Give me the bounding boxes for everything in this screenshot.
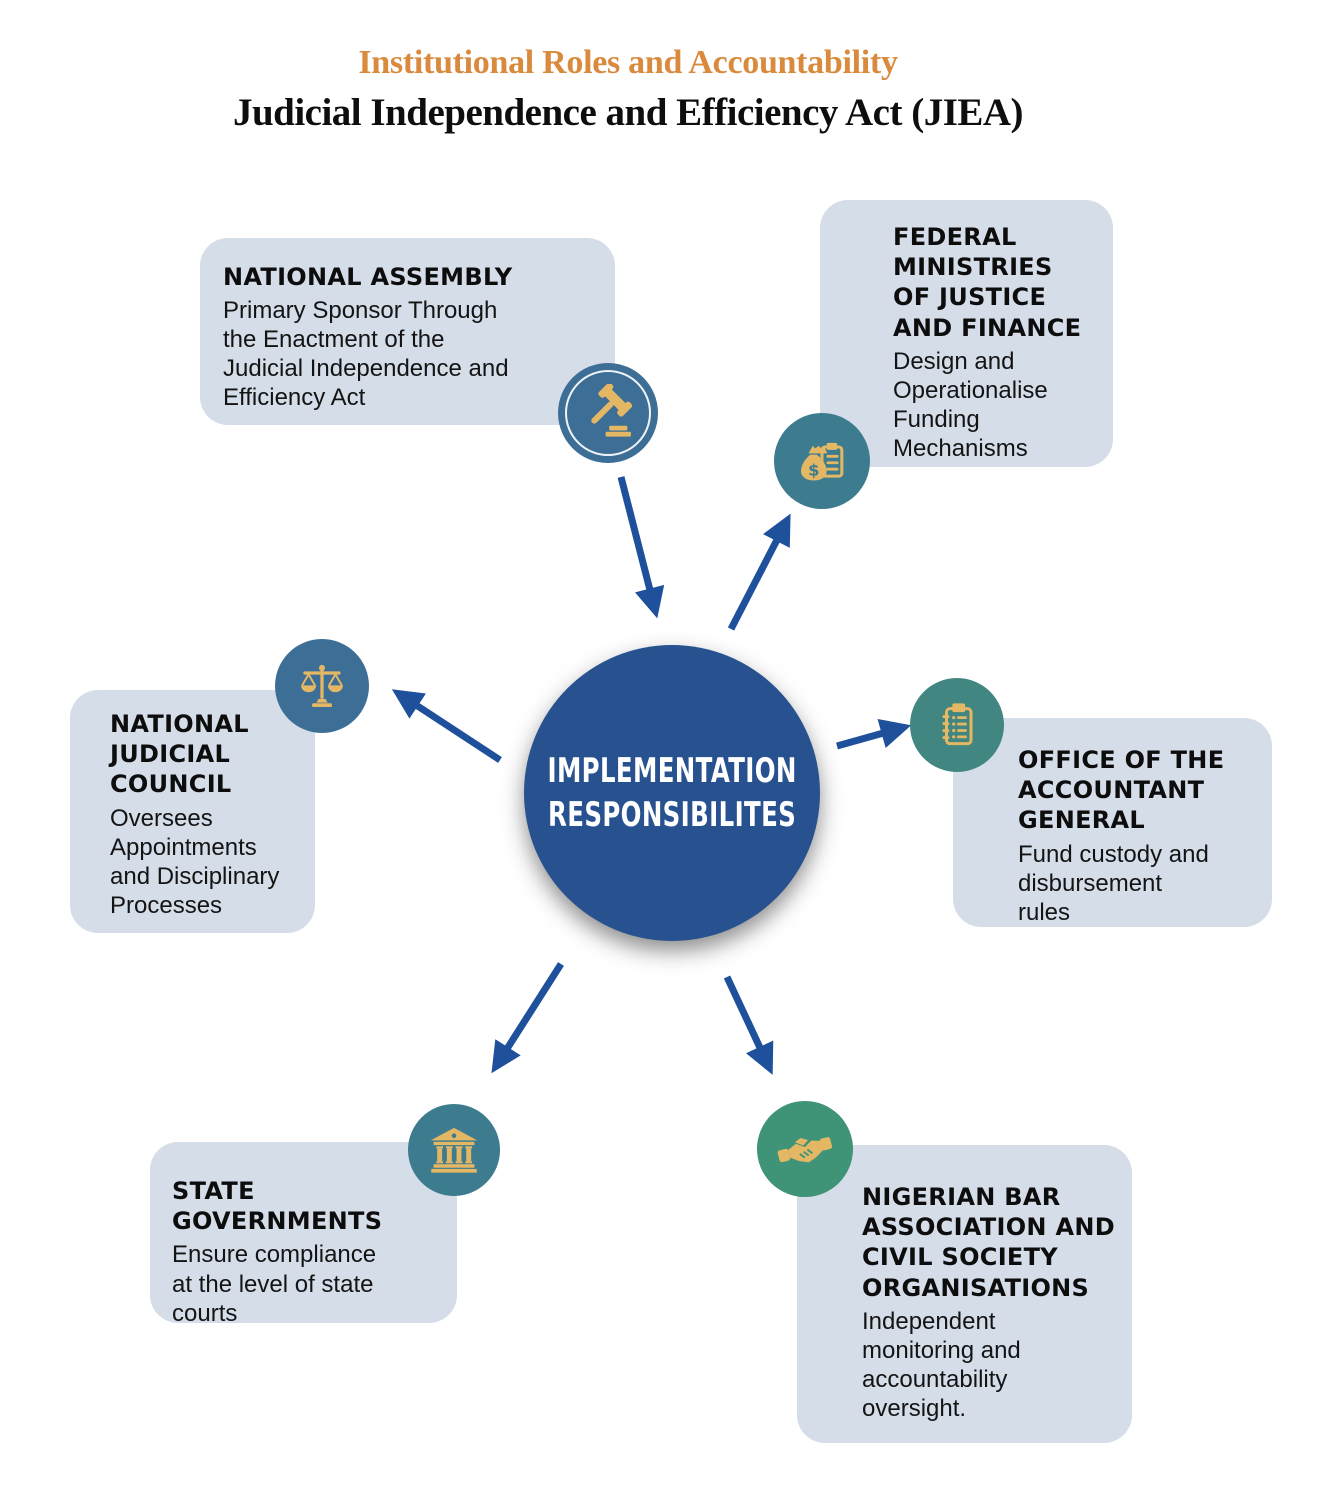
node-icon-badge-federal-ministries: $ (774, 413, 870, 509)
diagram-subtitle: Institutional Roles and Accountability (358, 44, 898, 81)
node-card-state-governments: STATE GOVERNMENTS Ensure compliance at t… (150, 1142, 457, 1327)
diagram-title: Judicial Independence and Efficiency Act… (232, 91, 1024, 134)
node-title: NATIONAL JUDICIAL COUNCIL (110, 710, 249, 799)
node-description: Design and Operationalise Funding Mechan… (893, 347, 1048, 463)
arrow-to-federal-ministries (727, 513, 791, 631)
node-card-national-assembly: NATIONAL ASSEMBLY Primary Sponsor Throug… (200, 238, 615, 425)
node-title: STATE GOVERNMENTS (172, 1177, 383, 1236)
arrow-to-state-governments (491, 962, 564, 1074)
svg-text:$: $ (808, 461, 819, 480)
node-card-federal-ministries: FEDERAL MINISTRIES OF JUSTICE AND FINANC… (820, 200, 1113, 467)
node-title: FEDERAL MINISTRIES OF JUSTICE AND FINANC… (893, 223, 1082, 342)
node-title: NATIONAL ASSEMBLY (223, 263, 513, 291)
arrow-to-nigerian-bar-association (723, 975, 774, 1075)
node-description: Independent monitoring and accountabilit… (862, 1307, 1021, 1423)
arrow-to-center-from-national-assembly (617, 476, 665, 619)
node-description: Ensure compliance at the level of state … (172, 1241, 377, 1327)
node-description: Primary Sponsor Through the Enactment of… (223, 297, 509, 412)
node-icon-badge-national-judicial-council (275, 639, 369, 733)
node-icon-badge-state-governments (408, 1104, 500, 1196)
node-icon-badge-national-assembly (558, 363, 658, 463)
arrow-to-national-judicial-council (391, 689, 502, 763)
handshake-icon (777, 1137, 833, 1163)
bank-building-icon (430, 1127, 478, 1173)
node-description: Fund custody and disbursement rules (1018, 840, 1209, 926)
node-icon-badge-office-of-the-accountant-general (910, 678, 1004, 772)
badge-ring (565, 370, 651, 456)
center-node-label: IMPLEMENTATION RESPONSIBILITES (547, 750, 797, 835)
checklist-clipboard-icon (942, 703, 973, 746)
node-title: NIGERIAN BAR ASSOCIATION AND CIVIL SOCIE… (862, 1183, 1115, 1302)
node-card-nigerian-bar-association: NIGERIAN BAR ASSOCIATION AND CIVIL SOCIE… (797, 1145, 1132, 1443)
center-node-implementation-responsibilities: IMPLEMENTATION RESPONSIBILITES (524, 645, 820, 941)
money-bag-clipboard-icon: $ (801, 442, 844, 481)
arrow-to-office-of-the-accountant-general (836, 719, 912, 750)
node-description: Oversees Appointments and Disciplinary P… (110, 804, 280, 919)
diagram-header: Institutional Roles and Accountability J… (0, 44, 1256, 135)
node-icon-badge-nigerian-bar-association (757, 1101, 853, 1197)
node-title: OFFICE OF THE ACCOUNTANT GENERAL (1018, 746, 1225, 835)
node-card-office-of-the-accountant-general: OFFICE OF THE ACCOUNTANT GENERAL Fund cu… (953, 718, 1272, 927)
scales-of-justice-icon (301, 664, 343, 707)
node-card-national-judicial-council: NATIONAL JUDICIAL COUNCIL Oversees Appoi… (70, 690, 315, 933)
